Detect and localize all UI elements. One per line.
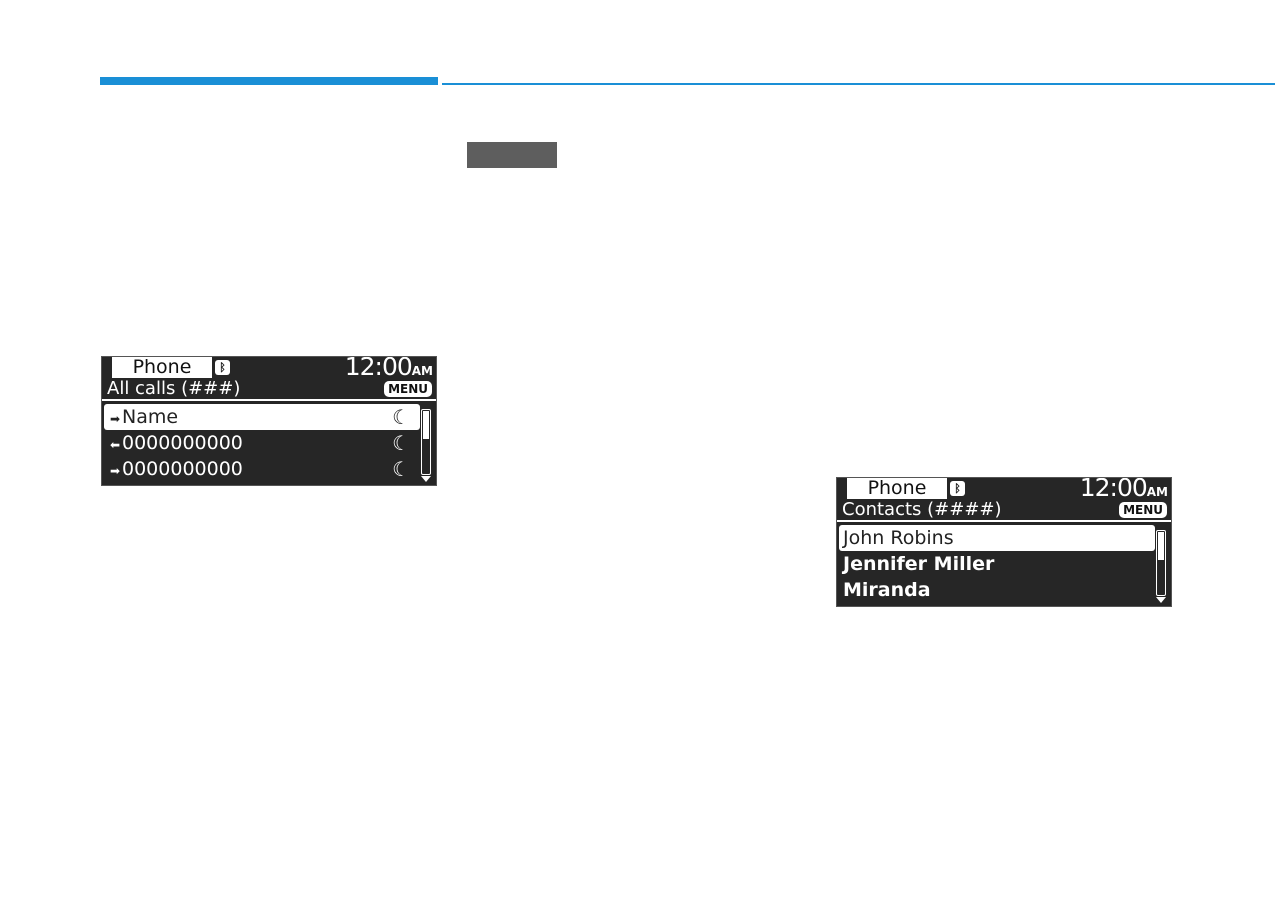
header-rule-thick <box>100 77 438 85</box>
list-item[interactable]: Jennifer Miller <box>839 551 1155 577</box>
call-list: ➡Name ☾ ⬅0000000000 ☾ ➡0000000000 ☾ <box>104 404 420 482</box>
title-bar: All calls (###) MENU <box>102 378 436 401</box>
list-item[interactable]: ➡0000000000 ☾ <box>104 456 420 482</box>
screen-title: All calls (###) <box>107 378 241 399</box>
screen-title: Contacts (####) <box>842 499 1002 520</box>
clock: 12:00AM <box>344 356 433 384</box>
section-label-block <box>467 142 557 168</box>
phone-call-icon: ☾ <box>392 431 410 455</box>
clock-ampm: AM <box>411 364 433 378</box>
phone-call-icon: ☾ <box>392 405 410 429</box>
phone-call-icon: ☾ <box>392 457 410 481</box>
list-item-label: 0000000000 <box>122 432 243 454</box>
clock-time: 12:00 <box>344 356 413 381</box>
list-item-label: 0000000000 <box>122 458 243 480</box>
menu-button[interactable]: MENU <box>384 381 432 397</box>
arrow-left-icon: ⬅ <box>110 438 121 452</box>
list-item-label: Jennifer Miller <box>843 553 995 575</box>
menu-button[interactable]: MENU <box>1119 502 1167 518</box>
contacts-screen: Phone ᛒ 12:00AM Contacts (####) MENU Joh… <box>836 477 1172 607</box>
bluetooth-icon: ᛒ <box>950 481 965 496</box>
status-bar: Phone ᛒ 12:00AM <box>102 357 436 380</box>
list-item-label: Miranda <box>843 579 931 601</box>
title-bar: Contacts (####) MENU <box>837 499 1171 522</box>
scroll-down-icon[interactable] <box>1156 597 1166 603</box>
phone-tab[interactable]: Phone <box>847 478 947 499</box>
scrollbar-thumb[interactable] <box>1158 532 1164 560</box>
clock: 12:00AM <box>1079 477 1168 505</box>
list-item[interactable]: John Robins <box>839 525 1155 551</box>
list-item[interactable]: ⬅0000000000 ☾ <box>104 430 420 456</box>
header-rule-thin <box>442 83 1275 85</box>
phone-tab[interactable]: Phone <box>112 357 212 378</box>
scrollbar[interactable] <box>421 409 431 475</box>
status-bar: Phone ᛒ 12:00AM <box>837 478 1171 501</box>
clock-time: 12:00 <box>1079 477 1148 502</box>
scrollbar-thumb[interactable] <box>423 411 429 439</box>
scrollbar[interactable] <box>1156 530 1166 596</box>
list-item[interactable]: ➡Name ☾ <box>104 404 420 430</box>
list-item-label: Name <box>122 406 179 428</box>
arrow-right-icon: ➡ <box>110 464 121 478</box>
all-calls-screen: Phone ᛒ 12:00AM All calls (###) MENU ➡Na… <box>101 356 437 486</box>
list-item[interactable]: Miranda <box>839 577 1155 603</box>
list-item-label: John Robins <box>843 527 954 549</box>
contact-list: John Robins Jennifer Miller Miranda <box>839 525 1155 603</box>
clock-ampm: AM <box>1146 485 1168 499</box>
bluetooth-icon: ᛒ <box>215 360 230 375</box>
arrow-right-icon: ➡ <box>110 412 121 426</box>
scroll-down-icon[interactable] <box>421 476 431 482</box>
